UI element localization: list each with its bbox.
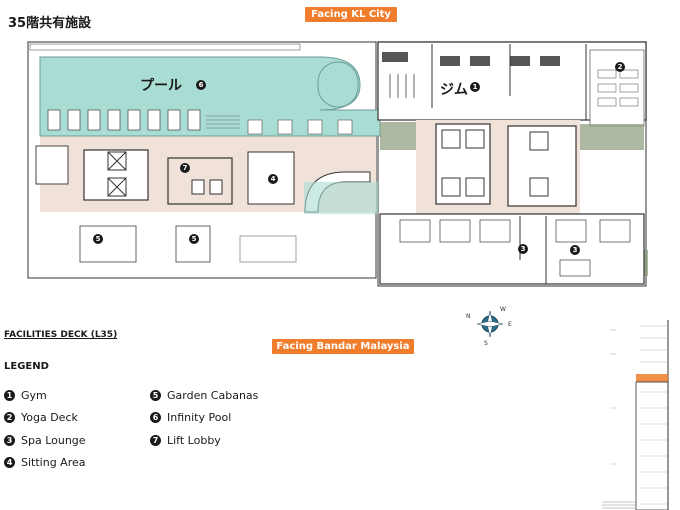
legend-title: LEGEND	[4, 361, 49, 372]
garden-right	[580, 124, 644, 150]
garden-cabana-west	[79, 225, 137, 263]
legend-number: 1	[4, 390, 15, 401]
gym-number-marker: 1	[470, 82, 480, 92]
legend-number: 3	[4, 435, 15, 446]
marker-spa-2: 3	[570, 245, 580, 255]
deck-title: FACILITIES DECK (L35)	[4, 330, 118, 340]
compass-n: N	[466, 313, 471, 320]
legend-number: 4	[4, 457, 15, 468]
pool-label: プール	[140, 78, 182, 94]
legend-item-cabanas: 5 Garden Cabanas	[150, 389, 258, 402]
legend-item-pool: 6 Infinity Pool	[150, 411, 231, 424]
legend-label: Spa Lounge	[21, 434, 86, 447]
legend-item-sitting: 4 Sitting Area	[4, 456, 86, 469]
infinity-pool	[39, 56, 381, 137]
compass-s: S	[484, 340, 488, 347]
garden-left	[380, 122, 416, 150]
legend-number: 2	[4, 412, 15, 423]
marker-lift-lobby: 7	[180, 163, 190, 173]
floor-title: 35階共有施設	[8, 16, 92, 31]
legend-label: Infinity Pool	[167, 411, 232, 424]
marker-cabana-2: 5	[189, 234, 199, 244]
facing-bottom-banner: Facing Bandar Malaysia	[272, 339, 414, 354]
pool-number-marker: 6	[196, 80, 206, 90]
facing-top-banner: Facing KL City	[305, 7, 397, 22]
legend-number: 6	[150, 412, 161, 423]
legend-item-lift: 7 Lift Lobby	[150, 434, 221, 447]
legend-label: Yoga Deck	[21, 411, 78, 424]
pool-loungers	[47, 109, 201, 131]
floor-plan	[27, 41, 648, 287]
compass-w: W	[500, 306, 506, 313]
building-elevation	[602, 320, 669, 510]
marker-sitting: 4	[268, 174, 278, 184]
garden-cabana-east	[175, 225, 211, 263]
marker-cabana-1: 5	[93, 234, 103, 244]
legend-label: Sitting Area	[21, 456, 86, 469]
gym-label: ジム	[440, 82, 468, 98]
legend-item-spa: 3 Spa Lounge	[4, 434, 86, 447]
legend-number: 5	[150, 390, 161, 401]
legend-label: Gym	[21, 389, 47, 402]
marker-yoga: 2	[615, 62, 625, 72]
legend-item-gym: 1 Gym	[4, 389, 47, 402]
legend-item-yoga: 2 Yoga Deck	[4, 411, 78, 424]
highlighted-floor	[636, 374, 668, 382]
marker-spa-1: 3	[518, 244, 528, 254]
legend-number: 7	[150, 435, 161, 446]
compass-e: E	[508, 321, 512, 328]
gym-equipment	[389, 74, 415, 98]
legend-label: Lift Lobby	[167, 434, 221, 447]
legend-label: Garden Cabanas	[167, 389, 259, 402]
compass-icon	[476, 310, 504, 338]
